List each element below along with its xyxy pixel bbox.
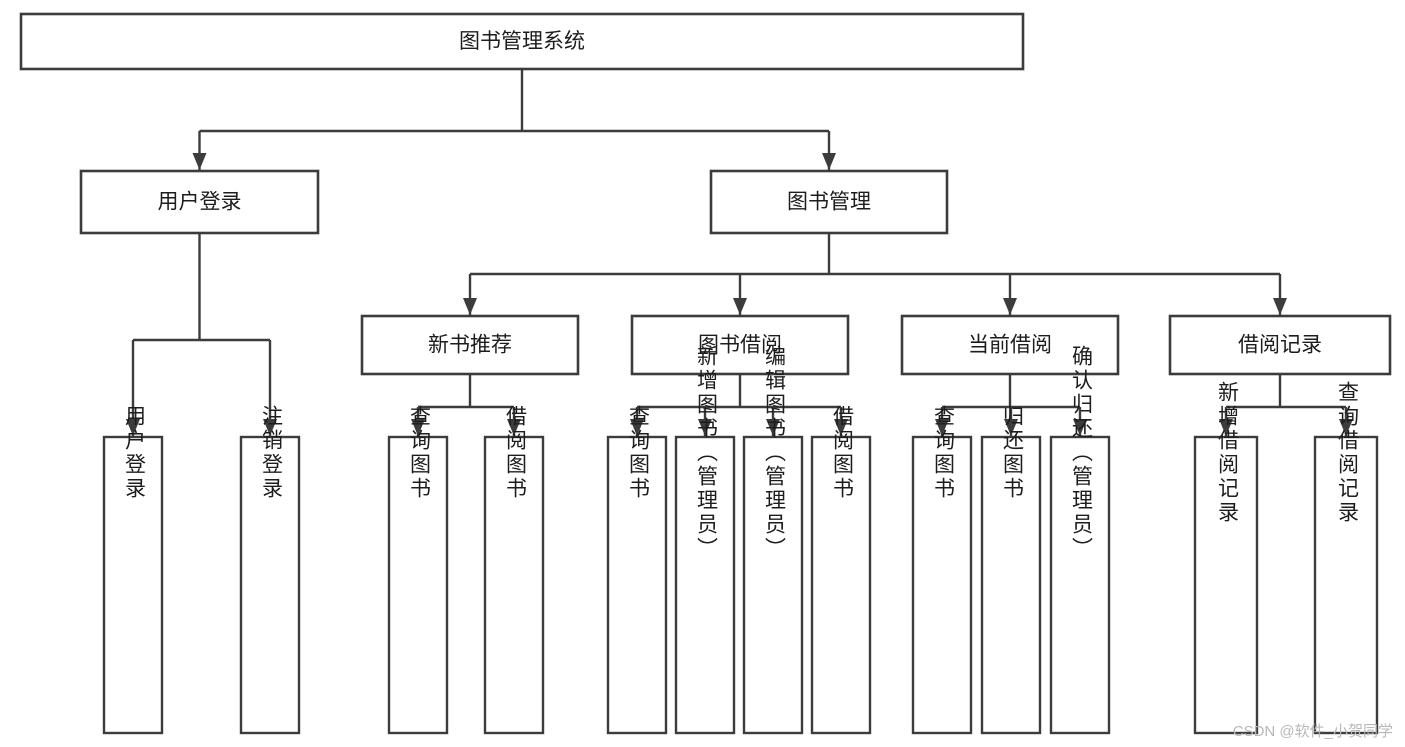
arrow-head-icon [1339, 419, 1353, 436]
node-label: 图书管理 [787, 191, 871, 214]
node-label: 编辑图书（管理员） [762, 345, 786, 561]
arrow-head-icon [834, 419, 848, 436]
node-borrow-record[interactable]: 借阅记录 [1168, 314, 1392, 376]
node-box [1168, 314, 1392, 376]
node-new-book-recommend[interactable]: 新书推荐 [360, 314, 580, 376]
node-box [79, 169, 320, 235]
node-book-manage[interactable]: 图书管理 [709, 169, 949, 235]
arrow-head-icon [766, 419, 780, 436]
arrow-head-icon [1004, 419, 1018, 436]
arrow-head-icon [1073, 419, 1087, 436]
node-label: 新增借阅记录 [1215, 381, 1239, 525]
node-box [1049, 435, 1111, 735]
arrow-head-icon [822, 153, 836, 170]
node-label: 注销登录 [259, 405, 283, 501]
node-box [102, 435, 164, 735]
node-leaf-query-book-cur[interactable]: 查询图书 [911, 405, 973, 735]
arrow-head-icon [1003, 298, 1017, 315]
arrow-head-icon [507, 419, 521, 436]
node-box [360, 314, 580, 376]
arrow-head-icon [126, 419, 140, 436]
node-label: 图书管理系统 [459, 30, 585, 53]
node-box [980, 435, 1042, 735]
arrow-head-icon [733, 298, 747, 315]
node-box [483, 435, 545, 735]
node-label: 确认归还（管理员） [1069, 345, 1093, 561]
arrow-head-icon [630, 419, 644, 436]
node-leaf-query-book-borrow[interactable]: 查询图书 [606, 405, 668, 735]
arrow-head-icon [192, 153, 207, 170]
node-box [911, 435, 973, 735]
node-label: 查询借阅记录 [1335, 381, 1359, 525]
node-label: 借阅记录 [1238, 334, 1322, 357]
node-label: 查询图书 [407, 405, 431, 501]
arrow-head-icon [411, 419, 425, 436]
node-label: 归还图书 [1000, 405, 1024, 501]
node-leaf-add-book[interactable]: 新增图书（管理员） [674, 345, 736, 735]
arrow-head-icon [463, 298, 477, 315]
arrow-head-icon [935, 419, 949, 436]
arrow-head-icon [1273, 298, 1287, 315]
node-root[interactable]: 图书管理系统 [19, 12, 1025, 71]
node-box [1193, 435, 1259, 735]
arrow-head-icon [698, 419, 712, 436]
node-leaf-return-book[interactable]: 归还图书 [980, 405, 1042, 735]
node-box [630, 314, 850, 376]
node-label: 借阅图书 [503, 405, 527, 501]
node-leaf-add-record[interactable]: 新增借阅记录 [1193, 381, 1259, 735]
watermark-label: CSDN @软件_小贺同学 [1232, 723, 1393, 740]
node-layer: 图书管理系统用户登录图书管理新书推荐图书借阅当前借阅借阅记录用户登录注销登录查询… [19, 12, 1392, 735]
node-box [709, 169, 949, 235]
node-label: 用户登录 [122, 405, 146, 501]
node-leaf-borrow-book-rec[interactable]: 借阅图书 [483, 405, 545, 735]
node-label: 新书推荐 [428, 334, 512, 357]
node-leaf-user-login[interactable]: 用户登录 [102, 405, 164, 735]
node-book-borrow[interactable]: 图书借阅 [630, 314, 850, 376]
node-box [387, 435, 449, 735]
node-leaf-query-book-rec[interactable]: 查询图书 [387, 405, 449, 735]
node-label: 新增图书（管理员） [694, 345, 718, 561]
node-label: 借阅图书 [830, 405, 854, 501]
node-label: 图书借阅 [698, 334, 782, 357]
node-box [810, 435, 872, 735]
node-leaf-logout[interactable]: 注销登录 [239, 405, 301, 735]
arrow-head-icon [1219, 419, 1233, 436]
node-label: 用户登录 [158, 191, 242, 214]
node-label: 查询图书 [626, 405, 650, 501]
arrow-head-icon [263, 419, 277, 436]
connector-layer [126, 69, 1353, 436]
node-leaf-edit-book[interactable]: 编辑图书（管理员） [742, 345, 804, 735]
node-label: 当前借阅 [968, 334, 1052, 357]
node-leaf-query-record[interactable]: 查询借阅记录 [1313, 381, 1379, 735]
node-box [900, 314, 1120, 376]
node-current-borrow[interactable]: 当前借阅 [900, 314, 1120, 376]
node-box [19, 12, 1025, 71]
node-user-login[interactable]: 用户登录 [79, 169, 320, 235]
node-box [239, 435, 301, 735]
node-leaf-confirm-return[interactable]: 确认归还（管理员） [1049, 345, 1111, 735]
node-box [1313, 435, 1379, 735]
node-box [606, 435, 668, 735]
node-box [742, 435, 804, 735]
node-leaf-borrow-book[interactable]: 借阅图书 [810, 405, 872, 735]
node-label: 查询图书 [931, 405, 955, 501]
node-box [674, 435, 736, 735]
